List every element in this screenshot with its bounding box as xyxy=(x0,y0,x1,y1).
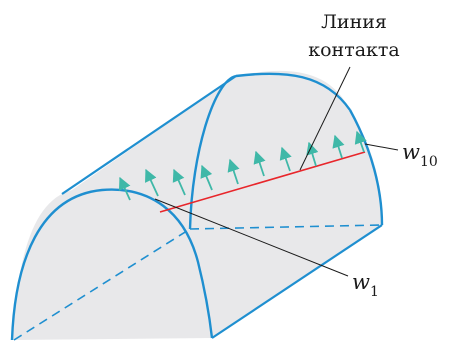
velocity-arrow-10 xyxy=(354,130,367,153)
w10-label: w10 xyxy=(402,140,438,170)
w1-label-subscript: 1 xyxy=(370,284,379,300)
velocity-arrow-3 xyxy=(172,168,186,196)
velocity-arrow-4 xyxy=(200,164,213,191)
right-edge xyxy=(348,109,384,226)
top-silhouette xyxy=(235,72,351,111)
contact-line xyxy=(159,151,366,213)
top-left-edge xyxy=(61,75,237,195)
leader-w10 xyxy=(364,143,399,151)
velocity-arrow-1 xyxy=(118,176,131,201)
velocity-arrow-7 xyxy=(279,146,292,172)
velocity-arrow-9 xyxy=(332,134,345,159)
bottom-front-edge xyxy=(211,224,383,339)
contact-line-label-line2: контакта xyxy=(308,39,400,61)
velocity-arrow-5 xyxy=(227,158,240,185)
velocity-arrow-8 xyxy=(306,141,319,167)
w1-label-base: w xyxy=(352,270,370,294)
hidden-bottom-edge xyxy=(13,228,191,341)
hidden-back-edge xyxy=(189,224,383,230)
w1-label: w1 xyxy=(352,270,379,300)
front-arch xyxy=(10,188,214,341)
w10-label-subscript: 10 xyxy=(420,154,438,170)
velocity-arrow-6 xyxy=(253,150,266,177)
velocity-arrow-2 xyxy=(145,168,159,197)
velocity-arrows xyxy=(118,130,367,201)
leader-w1 xyxy=(154,198,349,277)
cylinder-surface xyxy=(12,70,383,340)
w10-label-base: w xyxy=(402,140,420,164)
contact-line-label-line1: Линия xyxy=(321,11,387,33)
leader-contact-line xyxy=(299,66,351,171)
back-arch xyxy=(188,74,237,230)
